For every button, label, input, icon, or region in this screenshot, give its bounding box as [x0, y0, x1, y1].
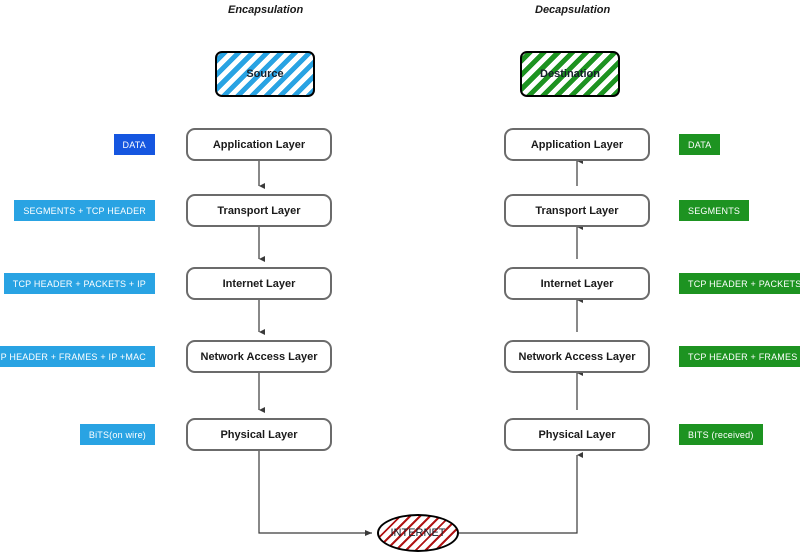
layer-box-right-network-access[interactable]: Network Access Layer: [504, 340, 650, 373]
layer-box-left-transport[interactable]: Transport Layer: [186, 194, 332, 227]
pdu-badge-right-frames: TCP HEADER + FRAMES + IP: [679, 346, 800, 367]
pdu-badge-right-segments: SEGMENTS: [679, 200, 750, 221]
pdu-badge-right-packets: TCP HEADER + PACKETS: [679, 273, 800, 294]
pdu-badge-left-data: DATA: [113, 134, 155, 155]
layer-box-right-physical[interactable]: Physical Layer: [504, 418, 650, 451]
column-title-encapsulation: Encapsulation: [228, 4, 304, 16]
layer-box-right-transport[interactable]: Transport Layer: [504, 194, 650, 227]
layer-box-left-application[interactable]: Application Layer: [186, 128, 332, 161]
layer-box-right-internet[interactable]: Internet Layer: [504, 267, 650, 300]
pdu-badge-left-packets: TCP HEADER + PACKETS + IP: [3, 273, 155, 294]
internet-cloud-node[interactable]: INTERNET: [377, 514, 459, 552]
pdu-badge-left-bits: BiTS(on wire): [79, 424, 155, 445]
source-node[interactable]: Source: [215, 51, 315, 97]
layer-box-right-application[interactable]: Application Layer: [504, 128, 650, 161]
layer-box-left-physical[interactable]: Physical Layer: [186, 418, 332, 451]
pdu-badge-left-frames: TCP HEADER + FRAMES + IP +MAC: [0, 346, 155, 367]
column-title-decapsulation: Decapsulation: [535, 4, 611, 16]
layer-box-left-network-access[interactable]: Network Access Layer: [186, 340, 332, 373]
destination-node[interactable]: Destination: [520, 51, 620, 97]
layer-box-left-internet[interactable]: Internet Layer: [186, 267, 332, 300]
pdu-badge-left-segments: SEGMENTS + TCP HEADER: [14, 200, 155, 221]
pdu-badge-right-data: DATA: [679, 134, 721, 155]
pdu-badge-right-bits: BITS (received): [679, 424, 763, 445]
